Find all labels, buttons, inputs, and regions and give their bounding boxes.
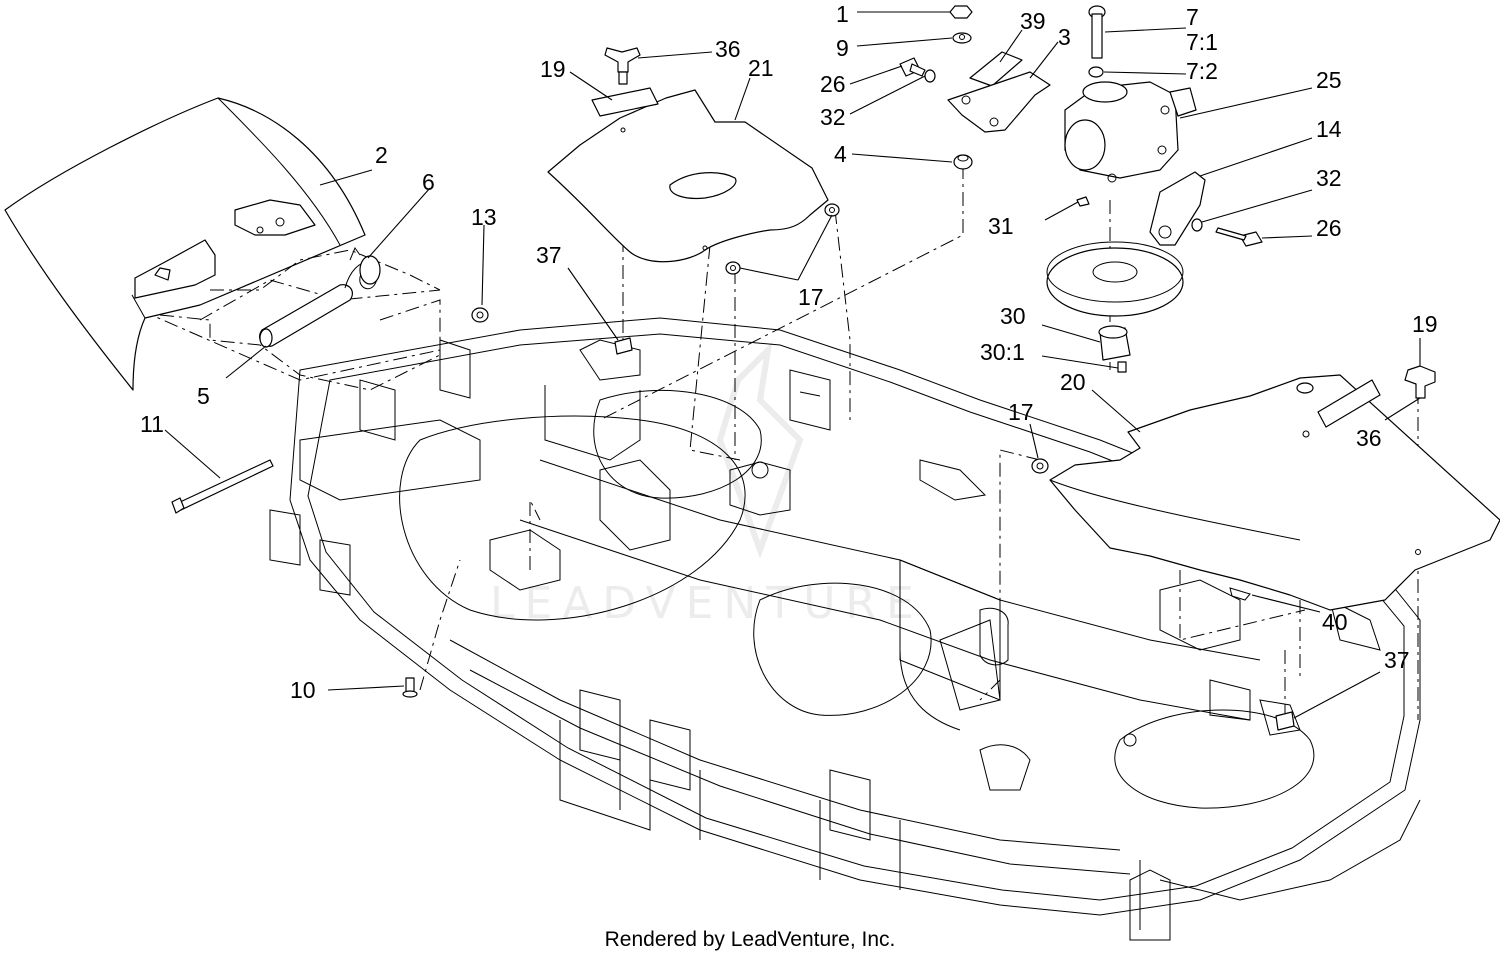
callout-30: 30 bbox=[1000, 303, 1026, 329]
callout-2: 2 bbox=[375, 142, 388, 168]
callout-39: 39 bbox=[1020, 8, 1046, 34]
belt-cover-left bbox=[547, 89, 829, 263]
pin-7 bbox=[1088, 5, 1106, 59]
callout-26-right: 26 bbox=[1316, 215, 1342, 241]
callout-19-right: 19 bbox=[1412, 311, 1438, 337]
callout-6: 6 bbox=[422, 169, 435, 195]
callout-5: 5 bbox=[197, 383, 210, 409]
hub-30 bbox=[1098, 325, 1131, 373]
callout-36-right: 36 bbox=[1356, 425, 1382, 451]
callout-10: 10 bbox=[290, 677, 316, 703]
grommet-17-right bbox=[1031, 458, 1049, 474]
bolt-10 bbox=[402, 677, 418, 698]
callout-numbers: 1 9 39 3 7 7:1 7:2 26 32 25 4 14 32 31 2… bbox=[140, 1, 1438, 703]
washer-32-right bbox=[1191, 218, 1203, 232]
gearbox-25 bbox=[1064, 81, 1197, 183]
callout-37-right: 37 bbox=[1384, 647, 1410, 673]
callout-37-left: 37 bbox=[536, 242, 562, 268]
nut-13 bbox=[471, 307, 489, 323]
callout-13: 13 bbox=[471, 204, 497, 230]
callout-32-right: 32 bbox=[1316, 165, 1342, 191]
washer-32-top bbox=[924, 69, 936, 83]
callout-19-left: 19 bbox=[540, 56, 566, 82]
callout-20: 20 bbox=[1060, 369, 1086, 395]
washer-7-2 bbox=[1088, 66, 1104, 78]
grommets-left bbox=[725, 203, 840, 275]
callout-32-top: 32 bbox=[820, 104, 846, 130]
spring-rod bbox=[259, 284, 353, 348]
bracket-37-right bbox=[1275, 711, 1295, 731]
callout-21: 21 bbox=[748, 55, 774, 81]
callout-14: 14 bbox=[1316, 116, 1342, 142]
callout-26-top: 26 bbox=[820, 71, 846, 97]
watermark: LEADVENTURE bbox=[490, 341, 924, 629]
decal-19-right bbox=[1317, 379, 1381, 428]
bushing-4 bbox=[953, 154, 973, 170]
callout-7-2: 7:2 bbox=[1186, 58, 1218, 84]
callout-31: 31 bbox=[988, 213, 1014, 239]
watermark-text: LEADVENTURE bbox=[490, 578, 924, 629]
callout-11: 11 bbox=[140, 411, 164, 437]
callout-30-1: 30:1 bbox=[980, 339, 1025, 365]
render-credit: Rendered by LeadVenture, Inc. bbox=[604, 928, 896, 951]
callout-36-left: 36 bbox=[715, 36, 741, 62]
decal-39 bbox=[969, 51, 1023, 87]
callout-40: 40 bbox=[1322, 609, 1348, 635]
pivot-rod bbox=[171, 459, 274, 514]
clip-40 bbox=[1229, 587, 1251, 601]
torsion-spring bbox=[344, 246, 381, 290]
bracket-37-left bbox=[614, 337, 633, 355]
callout-17-right: 17 bbox=[1008, 399, 1034, 425]
pulley-bracket-3 bbox=[947, 71, 1051, 133]
belt-cover-right bbox=[1049, 374, 1500, 611]
callout-1: 1 bbox=[836, 1, 849, 27]
callout-7: 7 bbox=[1186, 4, 1199, 30]
bolt-26-right bbox=[1215, 227, 1263, 247]
discharge-chute bbox=[4, 97, 441, 391]
callout-25: 25 bbox=[1316, 67, 1342, 93]
bracket-14 bbox=[1149, 171, 1206, 246]
bolt-26-top bbox=[899, 57, 926, 77]
pin-31 bbox=[1076, 196, 1090, 207]
callout-9: 9 bbox=[836, 35, 849, 61]
washer-9 bbox=[952, 32, 972, 44]
mower-deck bbox=[269, 317, 1421, 941]
decal-left bbox=[591, 87, 659, 117]
pulley bbox=[1046, 241, 1184, 317]
knob-36-right bbox=[1404, 365, 1436, 399]
callout-4: 4 bbox=[834, 141, 847, 167]
knob-left bbox=[604, 47, 641, 85]
leader-lines bbox=[164, 11, 1421, 719]
callout-17-left: 17 bbox=[798, 284, 824, 310]
callout-3: 3 bbox=[1058, 24, 1071, 50]
callout-7-1: 7:1 bbox=[1186, 29, 1218, 55]
nut-1 bbox=[949, 5, 973, 19]
